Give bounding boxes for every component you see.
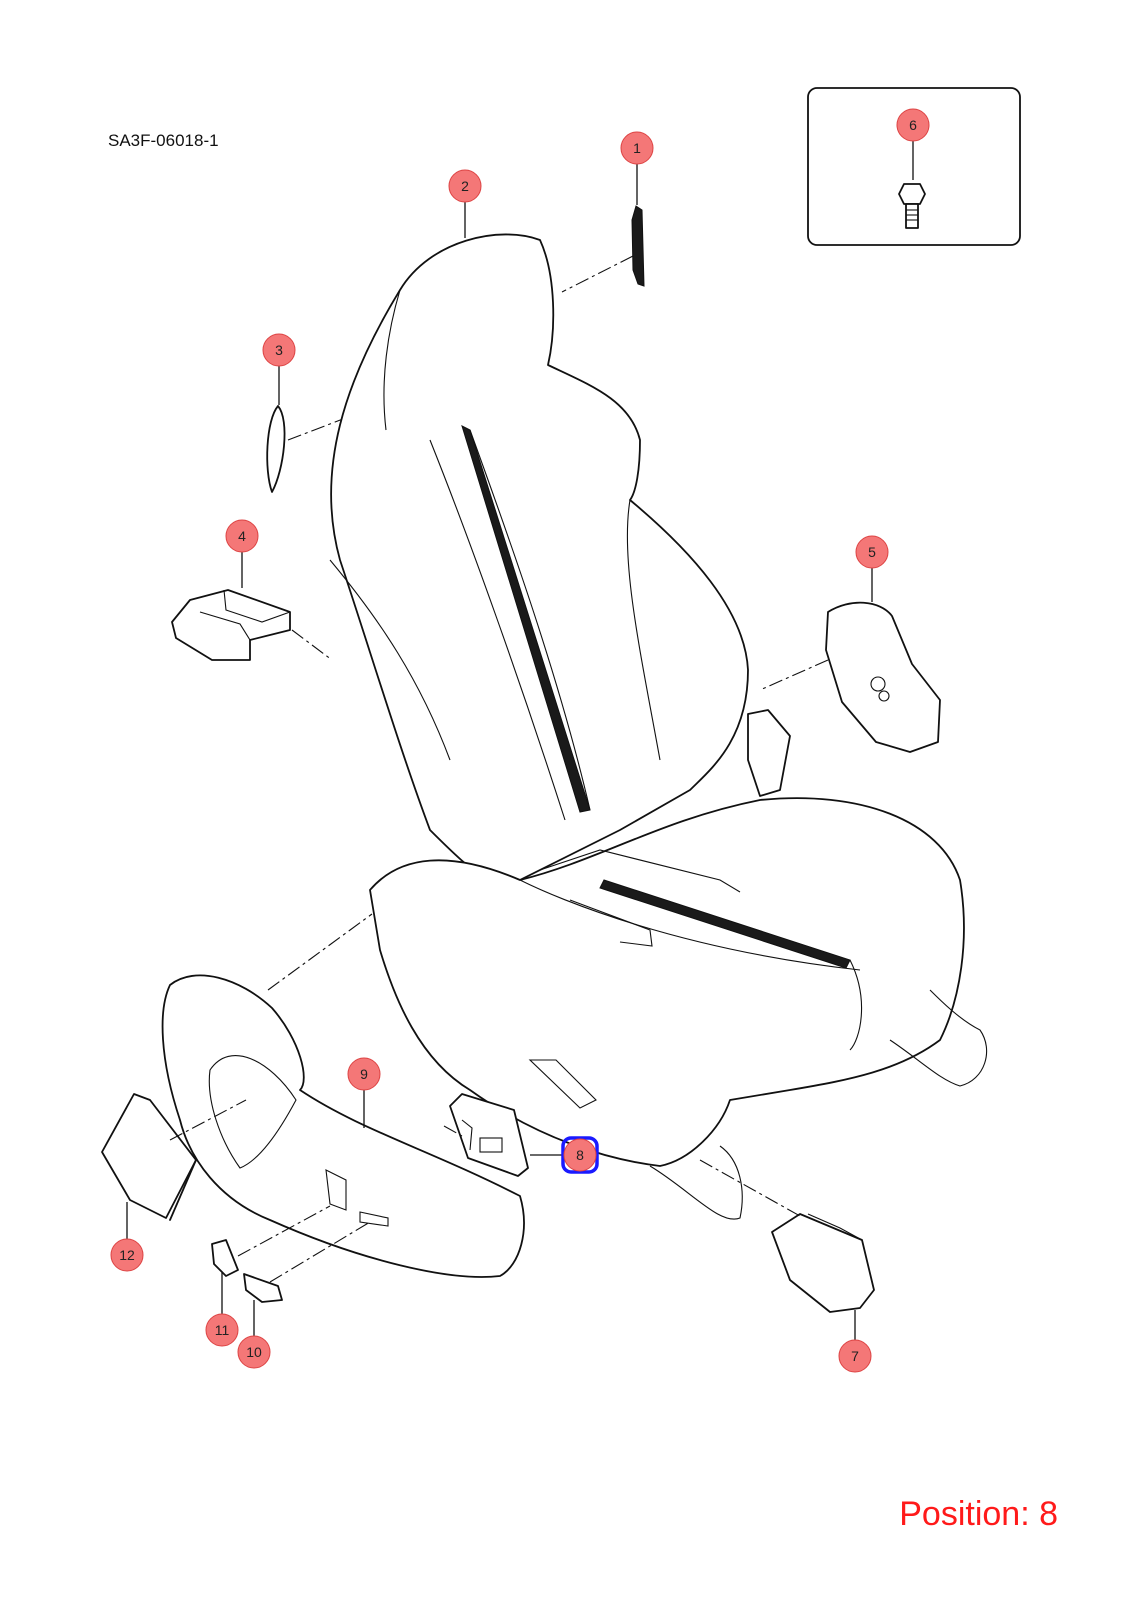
callout-4[interactable]: 4 — [225, 519, 259, 588]
callout-label-1: 1 — [633, 140, 641, 156]
trim-panel-part-12 — [101, 1093, 197, 1221]
knob-part-11 — [211, 1239, 239, 1277]
knob-part-10 — [243, 1273, 283, 1303]
callout-circle-1[interactable] — [620, 131, 654, 165]
callout-5[interactable]: 5 — [855, 535, 889, 602]
callout-circle-5[interactable] — [855, 535, 889, 569]
callout-circle-10[interactable] — [237, 1335, 271, 1369]
cover-part-7 — [771, 1213, 875, 1313]
callout-circle-8[interactable] — [563, 1138, 597, 1172]
switch-module-part-8 — [449, 1093, 529, 1177]
callout-label-12: 12 — [119, 1247, 135, 1263]
callout-circle-7[interactable] — [838, 1339, 872, 1373]
callout-11[interactable]: 11 — [205, 1272, 239, 1347]
clip-part-1 — [631, 205, 645, 287]
side-trim-part-9 — [161, 974, 525, 1278]
selected-highlight — [561, 1136, 599, 1174]
callout-10[interactable]: 10 — [237, 1300, 271, 1369]
callout-1[interactable]: 1 — [620, 131, 654, 205]
callout-label-2: 2 — [461, 178, 469, 194]
callout-circle-6[interactable] — [896, 108, 930, 142]
seat-back — [329, 233, 749, 891]
seat-rails — [649, 709, 988, 1220]
callout-8[interactable]: 8 — [530, 1136, 599, 1174]
callout-label-5: 5 — [868, 544, 876, 560]
callout-circle-12[interactable] — [110, 1238, 144, 1272]
callout-circle-9[interactable] — [347, 1057, 381, 1091]
bracket-part-4 — [171, 589, 291, 661]
callout-label-11: 11 — [215, 1322, 230, 1338]
callout-7[interactable]: 7 — [838, 1310, 872, 1373]
callout-label-10: 10 — [246, 1344, 262, 1360]
side-shield-part-5 — [825, 601, 941, 753]
drawing-code: SA3F-06018-1 — [108, 131, 219, 150]
callout-circle-4[interactable] — [225, 519, 259, 553]
callout-label-4: 4 — [238, 528, 246, 544]
position-label: Position: 8 — [899, 1495, 1058, 1533]
callout-label-9: 9 — [360, 1066, 368, 1082]
callout-label-6: 6 — [909, 117, 917, 133]
callout-circle-11[interactable] — [205, 1313, 239, 1347]
callout-3[interactable]: 3 — [262, 333, 296, 405]
callout-2[interactable]: 2 — [448, 169, 482, 238]
callout-9[interactable]: 9 — [347, 1057, 381, 1128]
bolt-part-6 — [898, 183, 926, 229]
callout-label-8: 8 — [576, 1147, 584, 1163]
callout-12[interactable]: 12 — [110, 1202, 144, 1272]
callout-label-3: 3 — [275, 342, 283, 358]
cover-part-3 — [266, 405, 286, 493]
seat-cushion — [369, 797, 965, 1167]
callout-circle-3[interactable] — [262, 333, 296, 367]
callout-6[interactable]: 6 — [896, 108, 930, 180]
callout-label-7: 7 — [851, 1348, 859, 1364]
callout-circle-2[interactable] — [448, 169, 482, 203]
inset-box — [807, 87, 1021, 246]
